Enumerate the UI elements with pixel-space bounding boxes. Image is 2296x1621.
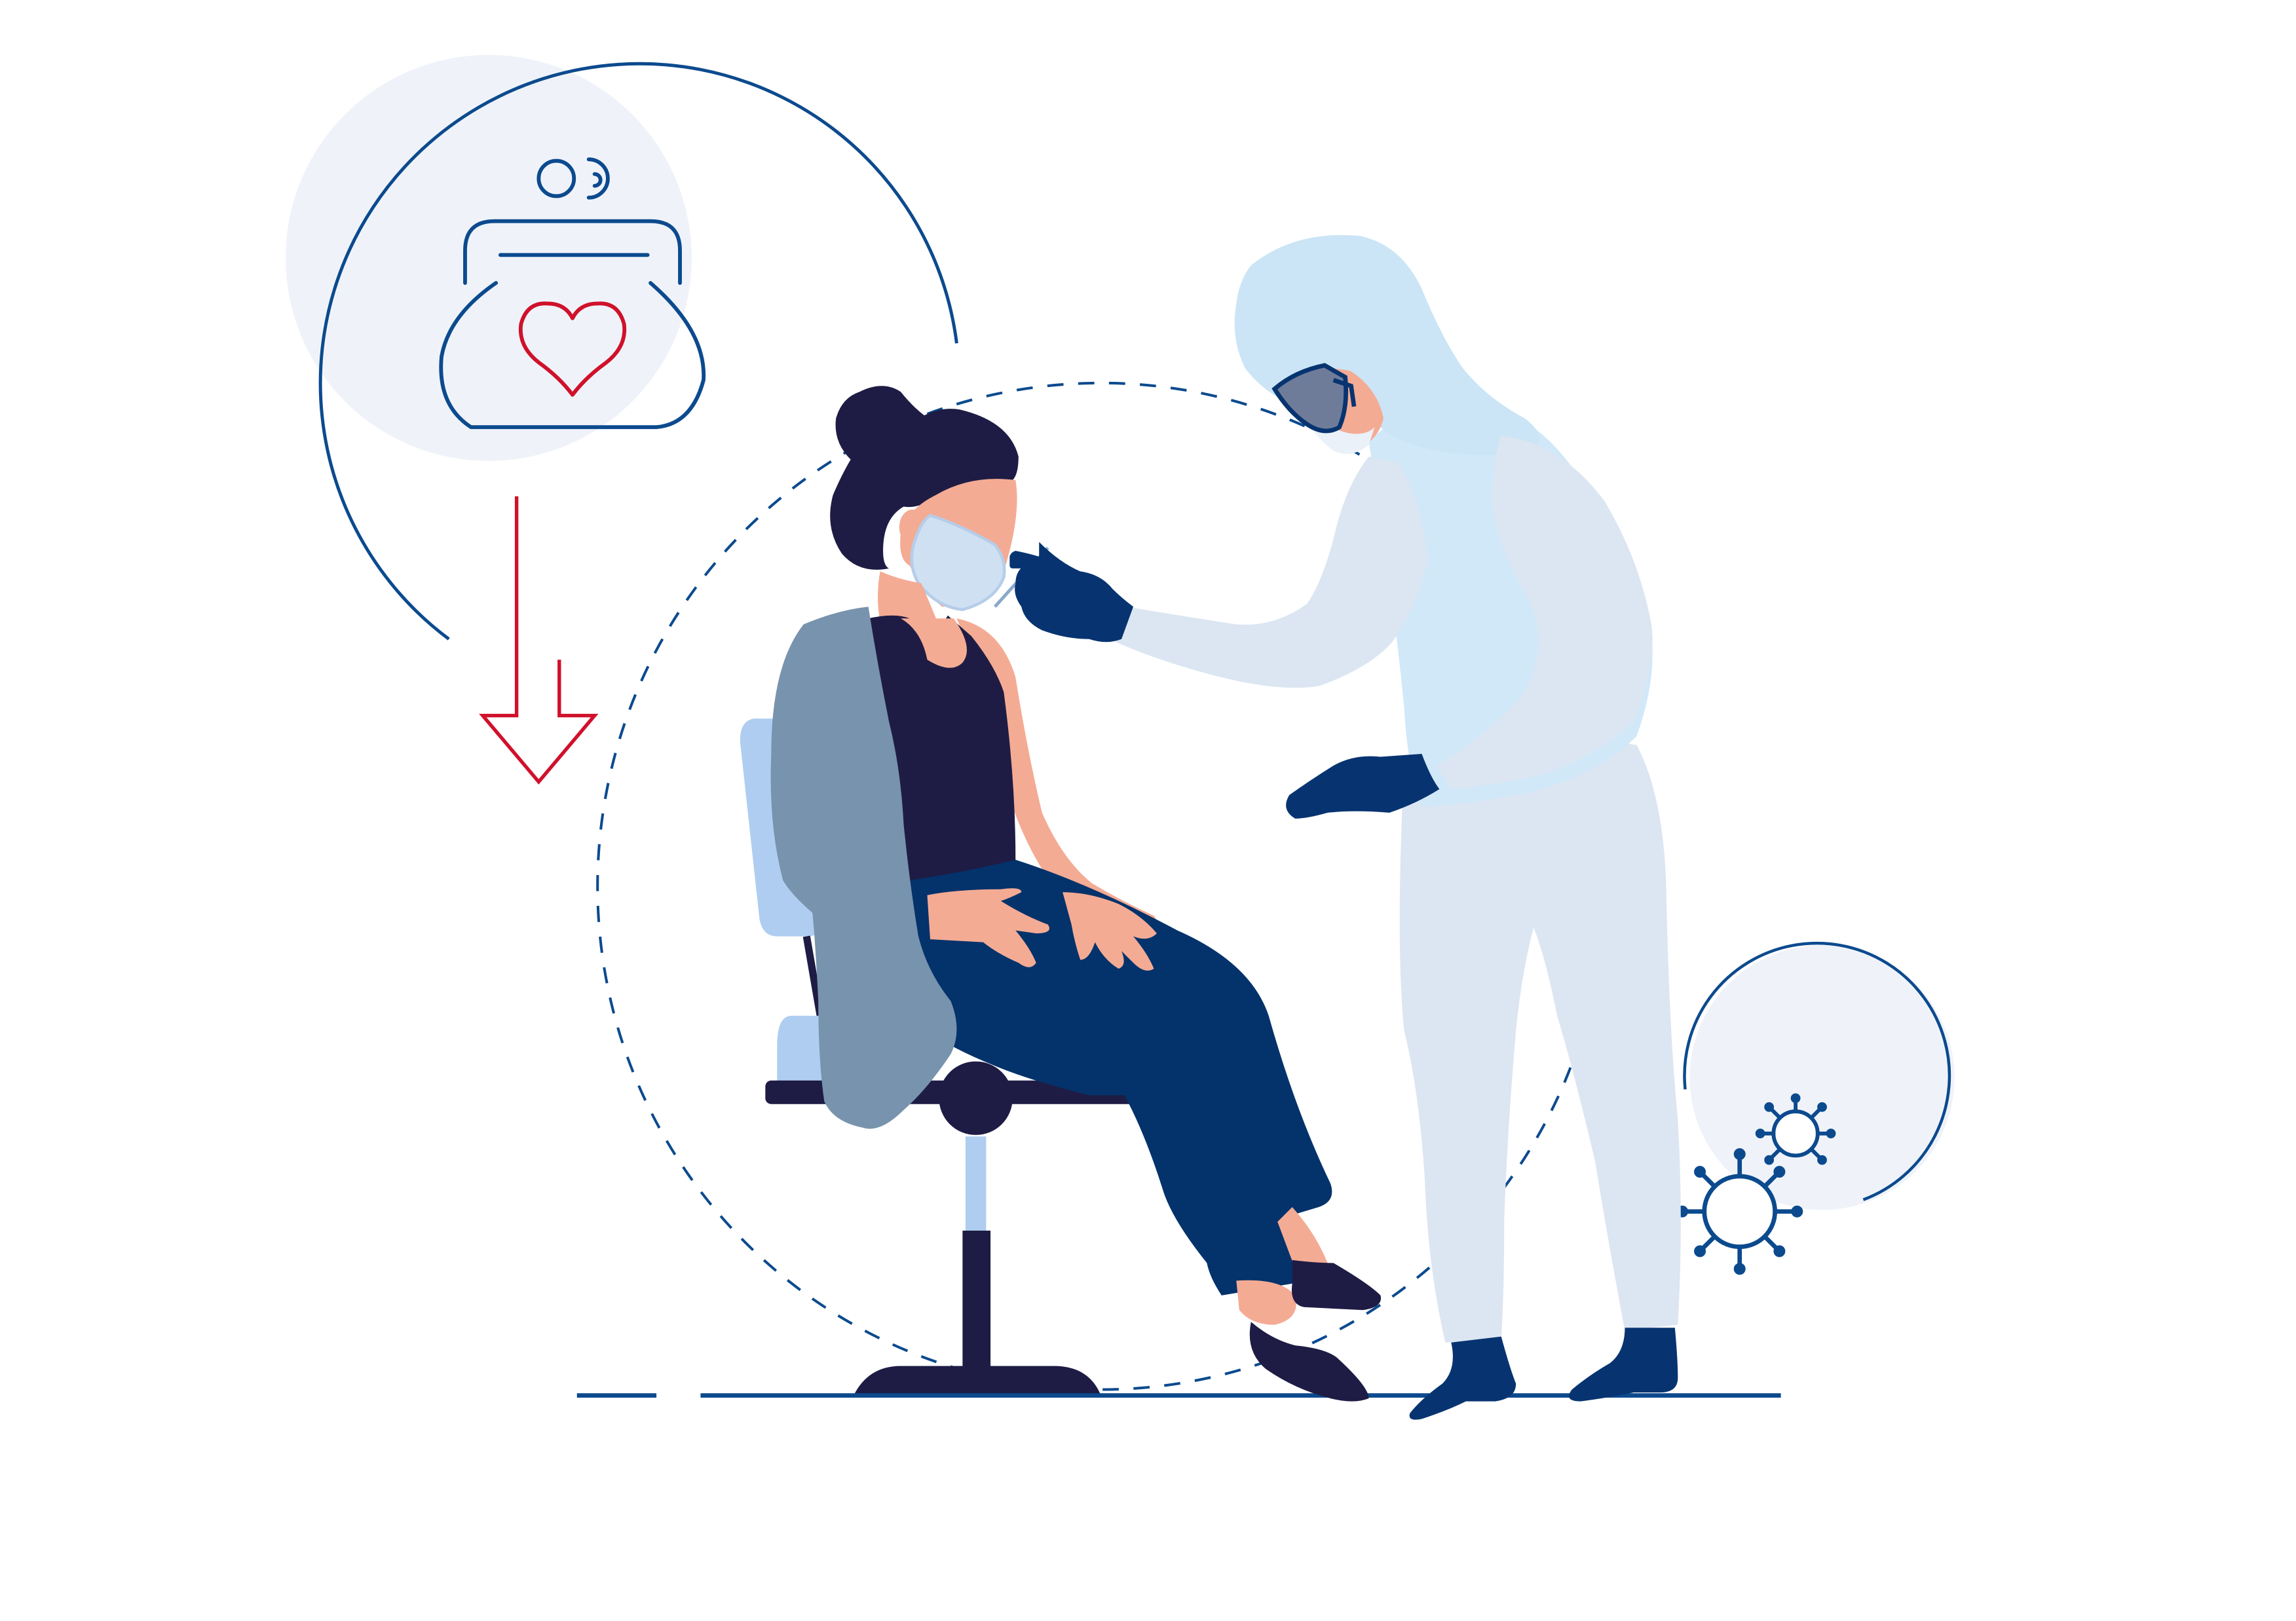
virus-icon [1755,1093,1836,1165]
virus-icon [1676,1148,1803,1275]
worker-boot-left [1409,1336,1516,1420]
background-bubble-left [285,54,692,461]
worker-boot-right [1569,1328,1678,1402]
worker-glove-back [1286,753,1440,819]
patient-cardigan [770,606,957,1129]
wallet-arc [318,62,958,641]
worker-suit-legs [1399,741,1681,1343]
worker-visor [1271,363,1349,434]
patient-hand-left [927,888,1049,967]
chair-base [854,1366,1101,1396]
patient-top [868,615,1016,890]
patient-hair [830,386,1019,570]
worker-hood [1234,234,1539,455]
patient-trousers [883,859,1332,1295]
worker-arm-back [1436,436,1653,789]
virus-arc [1683,941,1951,1201]
background-bubble-right [1689,945,1955,1210]
patient-shoe-back [1291,1259,1382,1311]
medical-worker [1009,234,1681,1420]
patient-shoe-front [1249,1322,1369,1402]
patient-arm-right [956,618,1158,937]
wallet-heart-icon [439,157,706,430]
worker-glove-front [1010,542,1134,643]
patient-mask [910,513,1006,612]
down-arrow-icon [479,496,599,785]
patient [770,386,1382,1402]
worker-arm-front [1116,456,1428,688]
chair-seat-back [777,1015,825,1090]
patient-hand-right [1063,892,1157,971]
